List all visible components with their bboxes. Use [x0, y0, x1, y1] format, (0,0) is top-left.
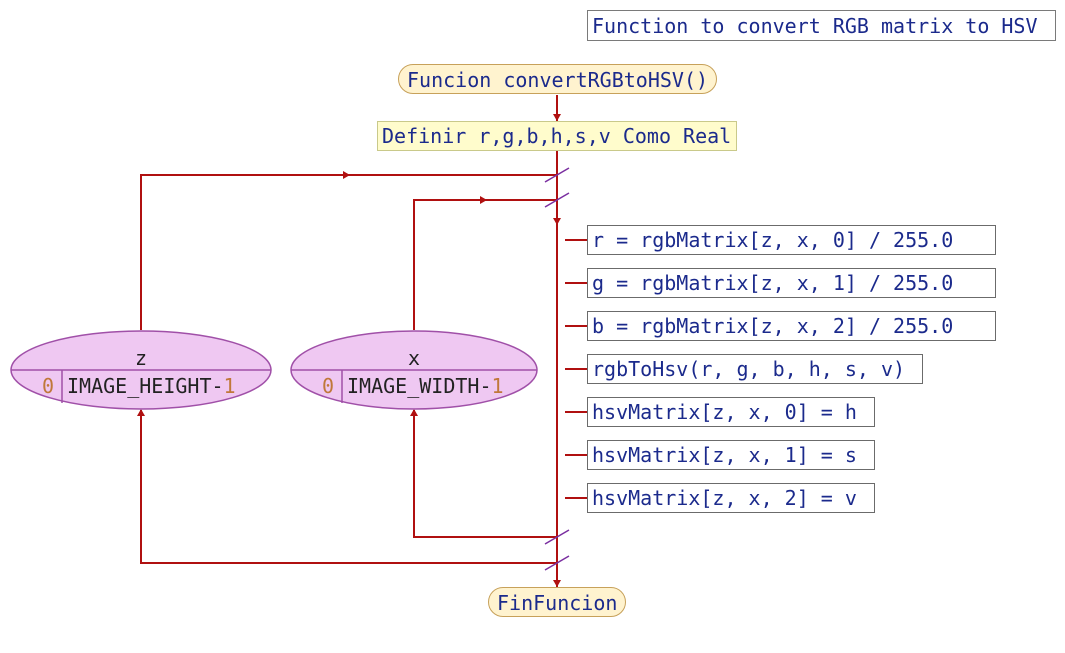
- arrow-outer-entry: [343, 171, 350, 179]
- outer-loop-node: [10, 330, 272, 410]
- outer-loop-start: 0: [42, 374, 55, 398]
- function-end-node[interactable]: FinFuncion: [488, 587, 627, 617]
- outer-loop-end: IMAGE_HEIGHT-1: [67, 374, 236, 398]
- inner-loop-start: 0: [322, 374, 335, 398]
- inner-loop-marker-top: [544, 192, 570, 208]
- inner-loop-variable: x: [407, 346, 421, 370]
- statement-node[interactable]: hsvMatrix[z, x, 1] = s: [587, 440, 875, 470]
- arrow-inner-return: [410, 409, 418, 416]
- outer-loop-marker-bottom: [544, 555, 570, 571]
- loop-markers: [544, 167, 570, 571]
- arrowheads: [137, 114, 561, 587]
- statement-node[interactable]: hsvMatrix[z, x, 2] = v: [587, 483, 875, 513]
- function-header-node[interactable]: Funcion convertRGBtoHSV(): [398, 64, 718, 94]
- outer-loop-end-expr: IMAGE_HEIGHT-: [67, 374, 224, 398]
- outer-loop-end-number: 1: [223, 374, 236, 398]
- statement-node[interactable]: rgbToHsv(r, g, b, h, s, v): [587, 354, 923, 384]
- arrow-to-end: [553, 580, 561, 587]
- arrow-inner-entry: [480, 196, 487, 204]
- comment-box[interactable]: Function to convert RGB matrix to HSV: [587, 10, 1056, 41]
- inner-loop-entry-line: [413, 199, 557, 330]
- statement-node[interactable]: b = rgbMatrix[z, x, 2] / 255.0: [587, 311, 996, 341]
- inner-loop-end-number: 1: [491, 374, 504, 398]
- outer-loop-return-line: [140, 410, 557, 564]
- arrow-to-define: [553, 114, 561, 121]
- inner-loop-node: [290, 330, 538, 410]
- outer-loop-marker-top: [544, 167, 570, 183]
- arrow-into-body: [553, 218, 561, 225]
- inner-loop-end-expr: IMAGE_WIDTH-: [347, 374, 492, 398]
- statement-node[interactable]: hsvMatrix[z, x, 0] = h: [587, 397, 875, 427]
- inner-loop-return-line: [413, 410, 557, 538]
- definition-node[interactable]: Definir r,g,b,h,s,v Como Real: [377, 121, 737, 151]
- statement-node[interactable]: r = rgbMatrix[z, x, 0] / 255.0: [587, 225, 996, 255]
- inner-loop-end: IMAGE_WIDTH-1: [347, 374, 504, 398]
- statement-node[interactable]: g = rgbMatrix[z, x, 1] / 255.0: [587, 268, 996, 298]
- outer-loop-entry-line: [140, 174, 557, 330]
- arrow-outer-return: [137, 409, 145, 416]
- inner-loop-marker-bottom: [544, 529, 570, 545]
- outer-loop-variable: z: [134, 346, 148, 370]
